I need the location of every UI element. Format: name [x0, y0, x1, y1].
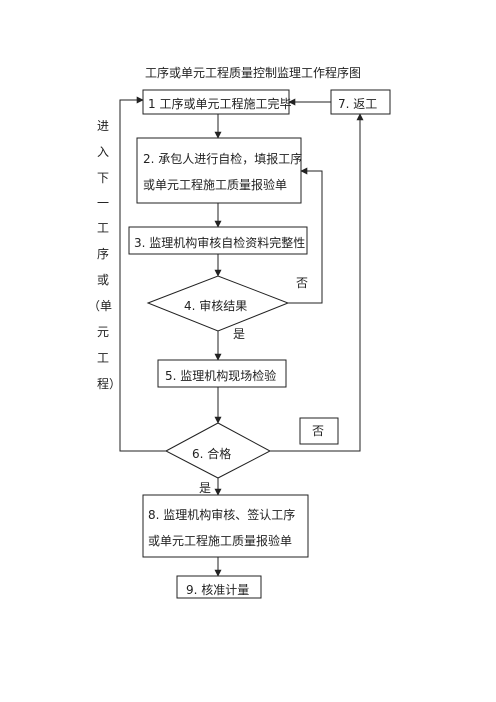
side-label-char: 程）	[97, 377, 122, 391]
node-8-label-line1: 8. 监理机构审核、签认工序	[148, 508, 296, 522]
node-1-label: 1 工序或单元工程施工完毕	[148, 97, 292, 111]
side-label-char: 下	[97, 171, 110, 185]
edge-4-2-no	[288, 167, 323, 304]
node-4-label: 4. 审核结果	[184, 299, 248, 313]
node-2-label-line1: 2. 承包人进行自检，填报工序	[143, 152, 303, 166]
node-9-label: 9. 核准计量	[186, 583, 250, 597]
side-label-char: 序	[97, 247, 110, 261]
node-3-label: 3. 监理机构审核自检资料完整性	[134, 236, 306, 250]
node-8-label-line2: 或单元工程施工质量报验单	[148, 534, 293, 548]
node-5-label: 5. 监理机构现场检验	[165, 369, 277, 383]
pass-no-label: 否	[312, 424, 325, 438]
node-7-label: 7. 返工	[338, 97, 378, 111]
node-2-box	[136, 137, 302, 204]
node-5-box	[157, 359, 287, 388]
node-6-label: 6. 合格	[192, 447, 232, 461]
diagram-title: 工序或单元工程质量控制监理工作程序图	[145, 66, 362, 80]
edge-6-7-no	[270, 113, 364, 452]
edge-6-1-next	[119, 96, 166, 452]
review-no-label: 否	[296, 276, 309, 290]
pass-yes-label: 是	[199, 481, 212, 495]
node-8-box	[142, 494, 309, 558]
review-yes-label: 是	[233, 327, 246, 341]
side-label-char: 工	[97, 351, 110, 365]
side-label-char: 进	[97, 119, 110, 133]
side-label-char: 或	[97, 273, 110, 287]
side-label-char: 工	[97, 221, 110, 235]
side-label-char: 一	[97, 196, 110, 210]
no-pass-label-box	[299, 417, 339, 445]
side-label-char: （单	[88, 299, 113, 313]
side-label-char: 入	[97, 145, 110, 159]
side-label-char: 元	[97, 325, 110, 339]
node-2-label-line2: 或单元工程施工质量报验单	[143, 178, 288, 192]
